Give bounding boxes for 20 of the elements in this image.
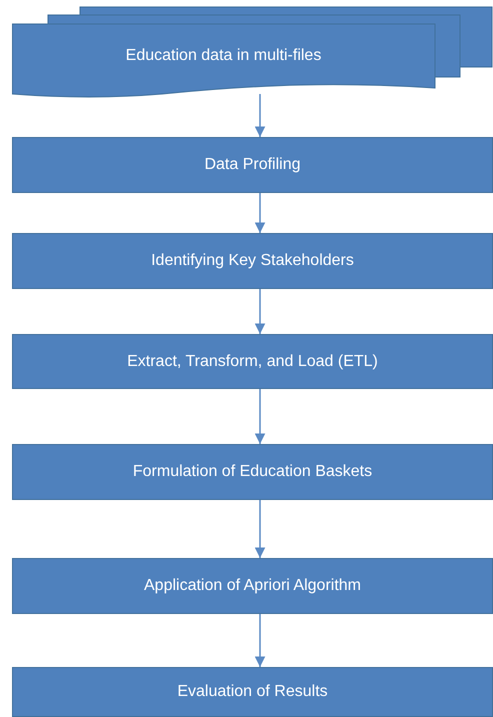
process-box <box>12 137 493 193</box>
process-box <box>12 667 493 717</box>
step-label: Formulation of Education Baskets <box>132 462 374 482</box>
multi-document-shape <box>12 6 493 98</box>
arrow <box>254 94 266 137</box>
process-box <box>12 233 493 289</box>
step-label: Education data in multi-files <box>124 46 322 66</box>
process-box <box>12 558 493 614</box>
process-box <box>12 444 493 500</box>
step-label: Application of Apriori Algorithm <box>143 576 362 596</box>
arrow <box>254 389 266 444</box>
arrow <box>254 500 266 558</box>
step-label: Data Profiling <box>203 155 302 175</box>
step-label: Extract, Transform, and Load (ETL) <box>126 352 379 372</box>
step-label: Evaluation of Results <box>176 682 329 702</box>
arrow <box>254 289 266 334</box>
arrow <box>254 614 266 667</box>
process-box <box>12 334 493 389</box>
step-label: Identifying Key Stakeholders <box>150 251 355 271</box>
arrow <box>254 193 266 233</box>
